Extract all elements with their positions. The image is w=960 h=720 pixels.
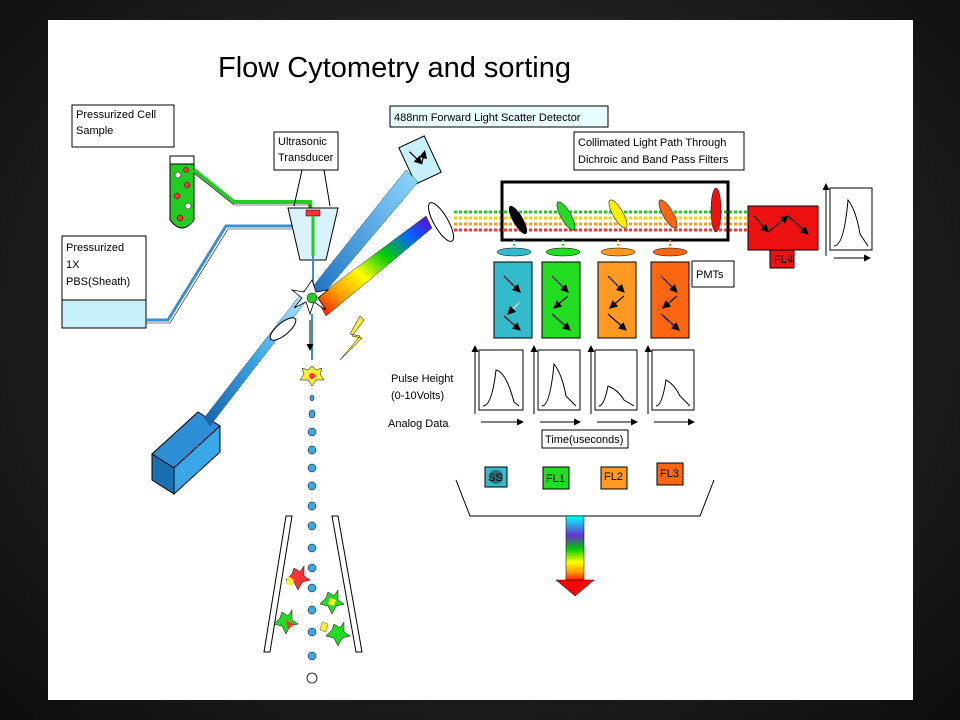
pmt-fl4: FL4 xyxy=(747,205,819,269)
sheath-label-2: 1X xyxy=(66,259,80,271)
collimated-label-box: Collimated Light Path Through Dichroic a… xyxy=(573,131,745,171)
collimated-label-2: Dichroic and Band Pass Filters xyxy=(578,154,729,166)
pulse-plot-fl3 xyxy=(644,345,695,426)
collection-bracket xyxy=(455,479,715,517)
forward-scatter-detector xyxy=(398,135,442,185)
sheath-line xyxy=(146,224,292,322)
pulse-plot-ss xyxy=(471,345,524,426)
sample-tube xyxy=(169,155,195,229)
collimated-label-1: Collimated Light Path Through xyxy=(578,137,726,149)
pulse-height-label-2: (0-10Volts) xyxy=(391,390,444,402)
output-arrow xyxy=(555,515,595,597)
pmt-fl3 xyxy=(650,261,690,339)
channel-ss-label: SS xyxy=(488,472,503,484)
charge-bolt-icon xyxy=(339,315,365,361)
fl4-label: FL4 xyxy=(774,254,793,266)
dichroic-mirrors xyxy=(508,187,722,235)
pulse-plot-fl1 xyxy=(530,345,581,426)
interrogation-point xyxy=(290,279,330,316)
focusing-lens xyxy=(269,317,297,341)
sorted-cells xyxy=(273,565,351,647)
pmt-ss xyxy=(493,261,533,339)
channel-fl2-label: FL2 xyxy=(604,471,623,483)
waste-droplet xyxy=(306,672,318,684)
time-label: Time(useconds) xyxy=(545,434,623,446)
forward-scatter-label-box: 488nm Forward Light Scatter Detector xyxy=(389,105,609,128)
cell-sample-label-1: Pressurized Cell xyxy=(76,109,156,121)
time-label-box: Time(useconds) xyxy=(541,429,629,449)
fluorescence-beam xyxy=(315,215,433,317)
analog-data-label: Analog Data xyxy=(388,418,449,430)
pmts-label-box: PMTs xyxy=(691,260,735,288)
channel-ss: SS xyxy=(484,466,508,488)
slide: Flow Cytometry and sorting Pressurized C… xyxy=(48,20,913,700)
channel-fl1: FL1 xyxy=(542,466,570,490)
ultrasonic-transducer-box: Ultrasonic Transducer xyxy=(273,131,339,207)
pulse-plot-fl2 xyxy=(587,345,638,426)
channel-fl3: FL3 xyxy=(656,462,684,486)
sheath-label-1: Pressurized xyxy=(66,242,124,254)
pmt-fl1 xyxy=(541,261,581,339)
sheath-label-3: PBS(Sheath) xyxy=(66,276,130,288)
ultrasonic-label-1: Ultrasonic xyxy=(278,136,327,148)
collection-lens xyxy=(427,202,455,242)
pulse-height-label-1: Pulse Height xyxy=(391,373,453,385)
pmt-fl2 xyxy=(597,261,637,339)
forward-scatter-label: 488nm Forward Light Scatter Detector xyxy=(394,112,581,124)
channel-fl1-label: FL1 xyxy=(546,473,565,485)
ultrasonic-label-2: Transducer xyxy=(278,152,334,164)
laser-beam xyxy=(203,289,311,427)
channel-fl2: FL2 xyxy=(600,466,628,490)
sheath-box: Pressurized 1X PBS(Sheath) xyxy=(61,235,147,329)
filter-box xyxy=(500,180,730,242)
pulse-plot-fl4 xyxy=(822,183,873,262)
page-title: Flow Cytometry and sorting xyxy=(218,52,571,84)
deflection-plates xyxy=(263,515,363,653)
band-pass-filters xyxy=(496,240,688,257)
cell-sample-box: Pressurized Cell Sample xyxy=(71,104,175,148)
droplets xyxy=(307,394,317,661)
pmts-label: PMTs xyxy=(696,269,724,281)
channel-fl3-label: FL3 xyxy=(660,468,679,480)
cell-sample-label-2: Sample xyxy=(76,125,113,137)
laser xyxy=(151,411,221,496)
